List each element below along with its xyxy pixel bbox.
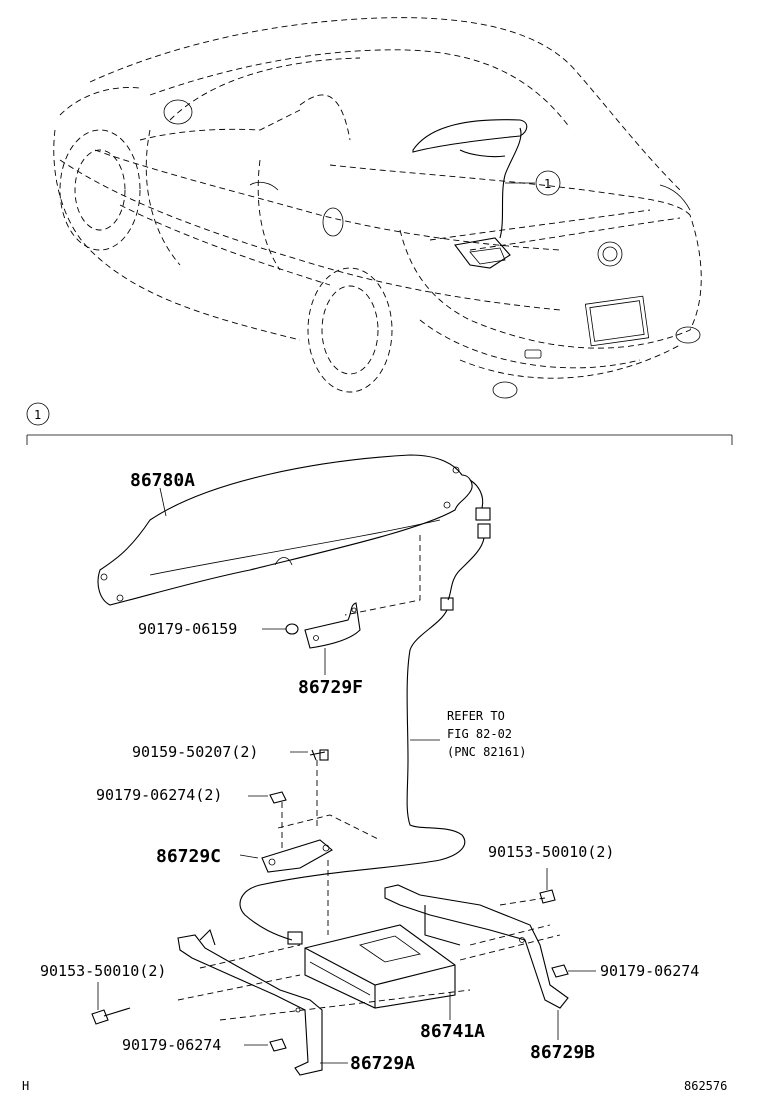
label-86741A: 86741A <box>420 1021 485 1042</box>
label-90179-06159: 90179-06159 <box>138 620 237 638</box>
refer-line-2: FIG 82-02 <box>447 727 512 741</box>
car-illustration: 1 <box>53 17 702 399</box>
refer-line-1: REFER TO <box>447 709 505 723</box>
part-86780A-cover <box>97 454 473 606</box>
part-86729F-bracket <box>304 602 361 649</box>
label-86729B: 86729B <box>530 1042 595 1063</box>
part-90179-06274-nut-pair <box>248 791 287 804</box>
label-90153-50010-left: 90153-50010(2) <box>40 962 166 980</box>
wire-harness <box>239 479 491 945</box>
label-86729C: 86729C <box>156 846 221 867</box>
part-90179-06159-nut <box>262 623 299 635</box>
label-86729F: 86729F <box>298 677 363 698</box>
part-90153-50010-bolt-right <box>539 868 556 904</box>
label-90179-06274-bottom: 90179-06274 <box>122 1036 221 1054</box>
section-callout-marker: 1 <box>34 408 41 422</box>
part-90153-50010-bolt-left <box>91 982 131 1025</box>
label-90159-50207: 90159-50207(2) <box>132 743 258 761</box>
footer-left-code: H <box>22 1079 29 1093</box>
label-90179-06274-right: 90179-06274 <box>600 962 699 980</box>
label-90179-06274-2: 90179-06274(2) <box>96 786 222 804</box>
part-86741A-module <box>304 924 456 1009</box>
section-header: 1 <box>26 402 733 445</box>
label-86780A: 86780A <box>130 470 195 491</box>
figure-id: 862576 <box>684 1079 727 1093</box>
label-90153-50010-right: 90153-50010(2) <box>488 843 614 861</box>
label-86729A: 86729A <box>350 1053 415 1074</box>
part-90179-06274-nut-bottom <box>244 1038 287 1052</box>
refer-line-3: (PNC 82161) <box>447 745 526 759</box>
part-90159-50207-bolt <box>290 749 329 761</box>
car-callout-marker: 1 <box>544 177 551 191</box>
part-90179-06274-nut-right <box>551 964 596 978</box>
part-86729C-bracket <box>261 760 381 935</box>
part-86729B-bracket <box>384 884 569 1009</box>
